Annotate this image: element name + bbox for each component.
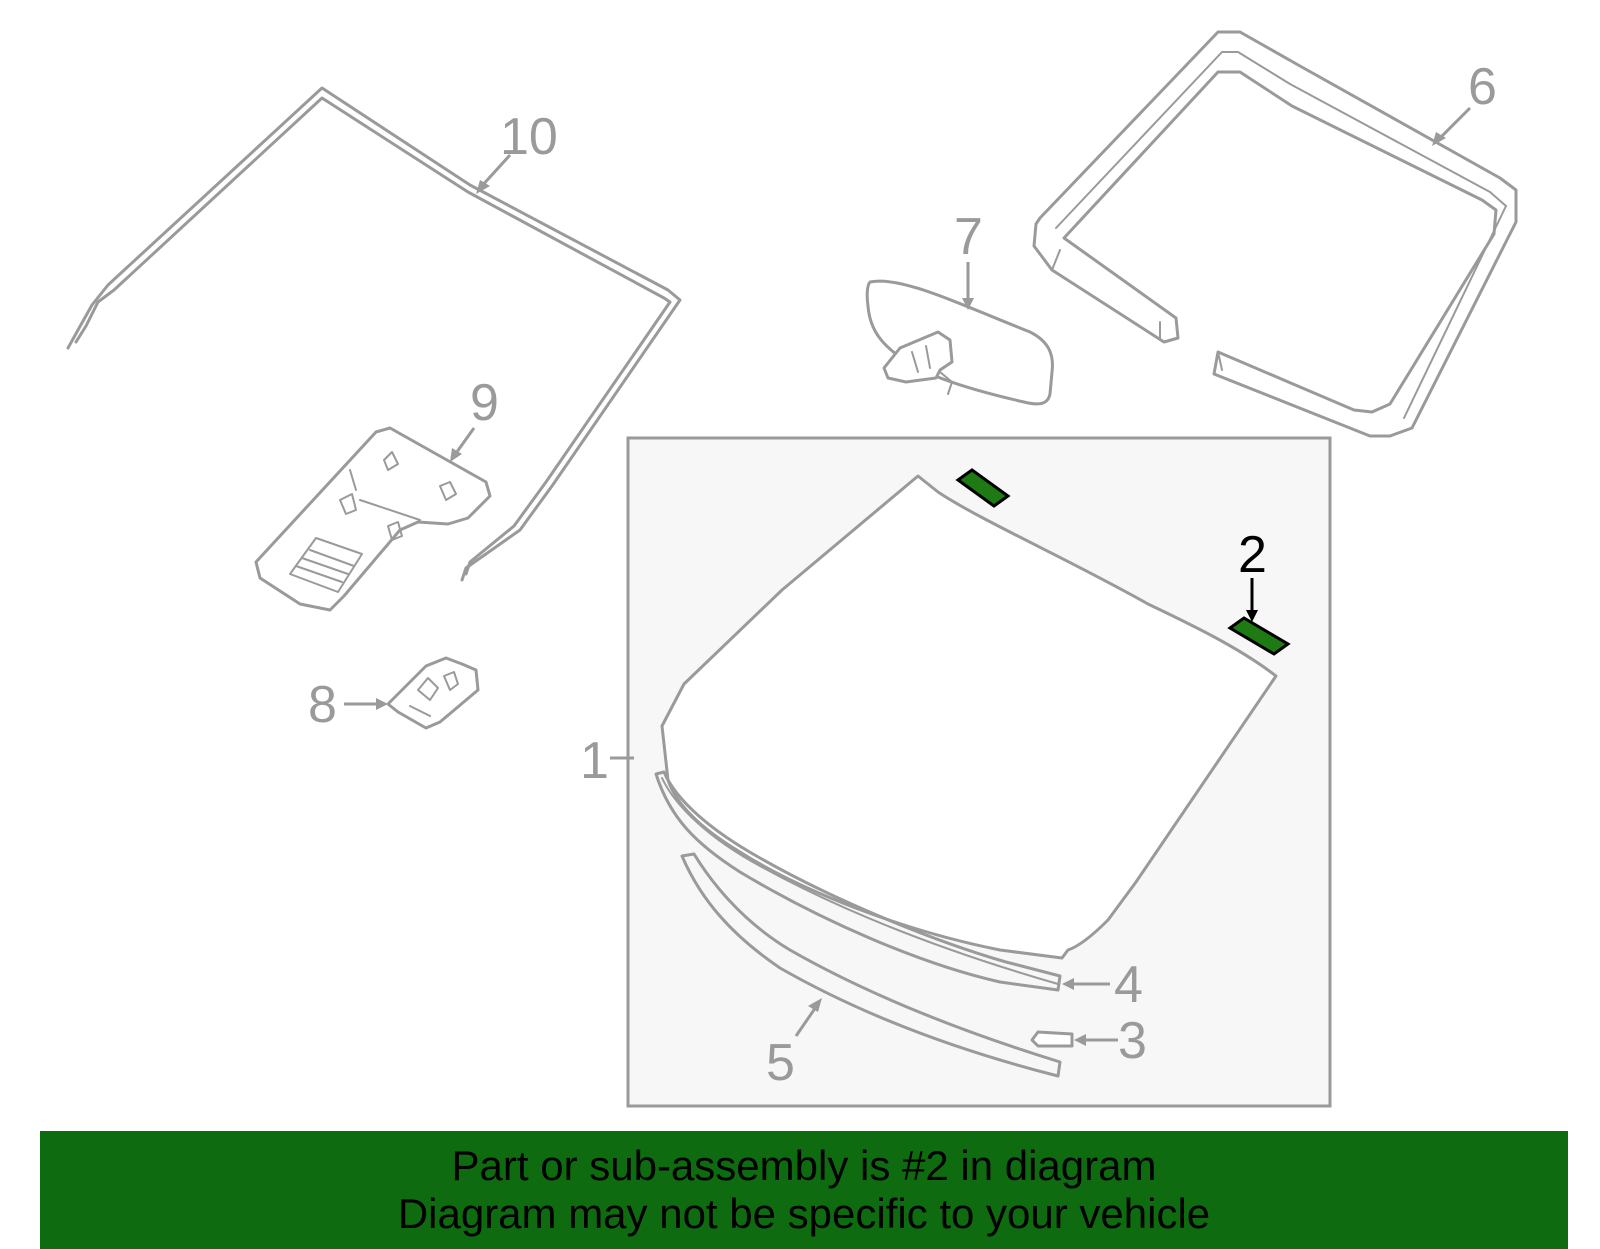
info-banner: Part or sub-assembly is #2 in diagram Di… (40, 1131, 1568, 1249)
part-1-windshield-glass[interactable] (660, 474, 1278, 960)
part-10-upper-molding[interactable] (66, 86, 682, 582)
callout-2-group: 2 (1238, 526, 1267, 622)
callout-5-group: 5 (766, 998, 822, 1092)
banner-line-1: Part or sub-assembly is #2 in diagram (451, 1142, 1157, 1189)
callout-3: 3 (1118, 1012, 1147, 1070)
callout-8-group: 8 (308, 676, 388, 734)
callout-8: 8 (308, 676, 337, 734)
callout-4-group: 4 (1062, 956, 1143, 1014)
part-4-lower-molding[interactable] (654, 770, 1062, 992)
callout-7-group: 7 (954, 208, 983, 310)
part-5-cowl-molding[interactable] (680, 852, 1062, 1078)
callout-3-group: 3 (1074, 1012, 1147, 1070)
part-2-highlighted-pad-right[interactable] (1227, 616, 1291, 656)
part-2-highlighted-pad-top[interactable] (955, 468, 1011, 508)
part-7-rearview-mirror[interactable] (865, 279, 1054, 406)
banner-line-2: Diagram may not be specific to your vehi… (397, 1190, 1211, 1237)
callout-4: 4 (1114, 956, 1143, 1014)
callout-10: 10 (500, 108, 558, 166)
callout-1: 1 (580, 732, 609, 790)
callout-6-group: 6 (1432, 58, 1497, 146)
callout-9-group: 9 (450, 374, 499, 462)
part-9-mirror-cover[interactable] (254, 426, 492, 612)
callout-6: 6 (1468, 58, 1497, 116)
part-3-clip[interactable] (1030, 1030, 1074, 1048)
callout-10-group: 10 (476, 108, 558, 194)
callout-7: 7 (954, 208, 983, 266)
callout-9: 9 (470, 374, 499, 432)
callout-1-group: 1 (580, 732, 634, 790)
part-6-weatherstrip[interactable] (1032, 30, 1518, 438)
part-8-sensor-bracket[interactable] (386, 656, 480, 730)
callout-2: 2 (1238, 526, 1267, 584)
callout-5: 5 (766, 1034, 795, 1092)
